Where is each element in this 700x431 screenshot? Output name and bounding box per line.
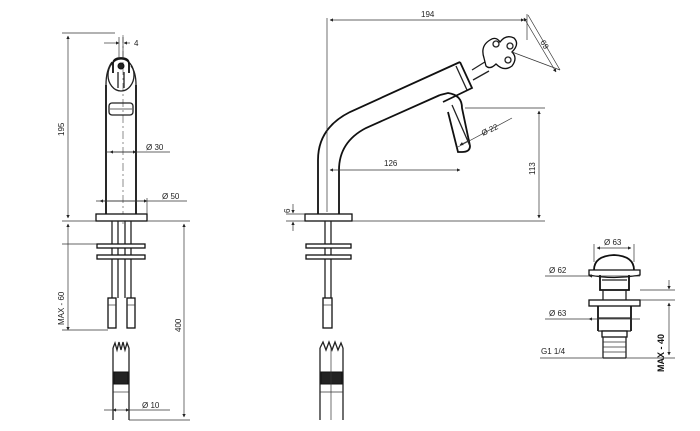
side-view: 194 69 Ø 22 126 113 6 [283,10,561,420]
dim-max-deck: MAX - 60 [57,291,66,325]
dim-waste-thread: G1 1/4 [541,347,566,356]
dim-base-diameter: Ø 50 [162,192,180,201]
dim-outlet-diameter: Ø 22 [480,122,500,138]
dim-waste-max: MAX - 40 [656,334,666,372]
dim-handle-width: 69 [538,39,551,52]
dim-waste-cap-mid: Ø 62 [549,266,567,275]
dim-pipe-diameter: Ø 30 [146,143,164,152]
dim-waste-flange: Ø 63 [549,309,567,318]
dim-spout-reach: 194 [421,10,435,19]
dim-waste-cap-top: Ø 63 [604,238,622,247]
dim-height-total: 195 [57,122,66,136]
dim-outlet-height: 113 [528,162,537,175]
dim-base-thickness: 6 [283,208,292,213]
dim-outlet-reach: 126 [384,159,398,168]
waste-view: Ø 63 Ø 62 Ø 63 G1 1/4 MAX - 40 [540,238,675,372]
front-view: 4 195 Ø 30 Ø 50 MAX - 60 400 Ø 10 [57,32,190,421]
dim-top-offset: 4 [134,39,139,48]
dim-tail-length: 400 [174,318,183,332]
dim-tail-diameter: Ø 10 [142,401,160,410]
